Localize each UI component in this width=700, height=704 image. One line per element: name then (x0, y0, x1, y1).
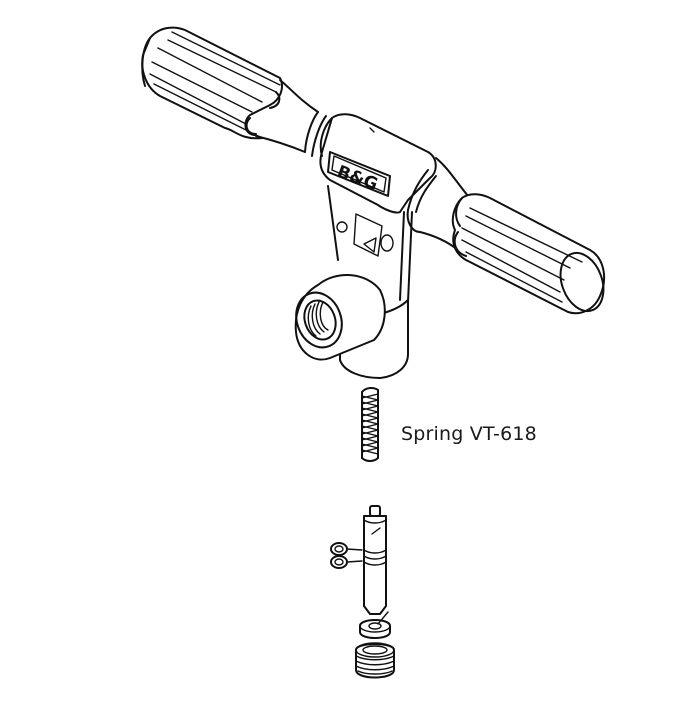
right-grip (451, 193, 606, 315)
plunger (363, 505, 387, 615)
left-shaft (255, 79, 327, 157)
spring-callout-label: Spring VT-618 (401, 423, 537, 445)
threaded-port-body (294, 273, 409, 379)
center-hub: B&G (319, 113, 437, 233)
threaded-plug (355, 642, 395, 679)
o-rings (330, 542, 363, 569)
washer (359, 611, 391, 639)
left-grip (141, 26, 283, 140)
spring (361, 386, 379, 462)
body-neck (327, 185, 413, 303)
